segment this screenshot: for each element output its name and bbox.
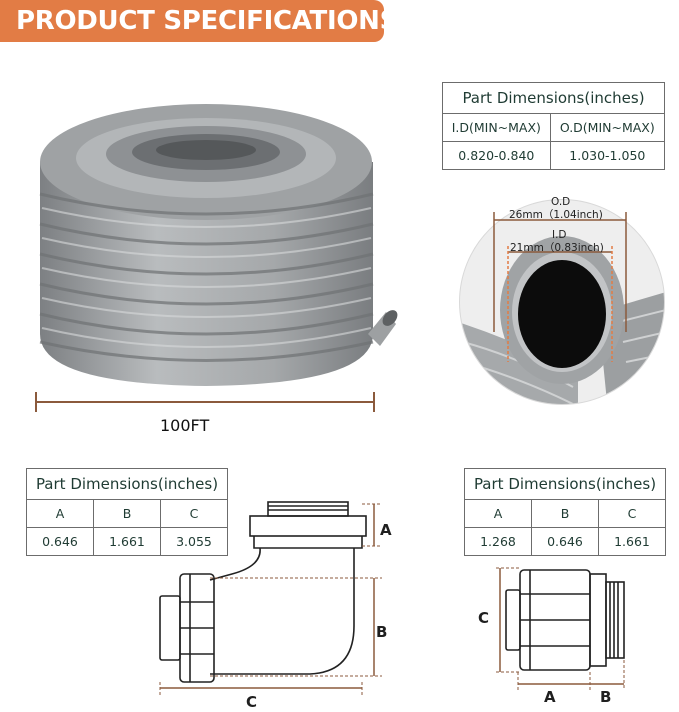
- length-tick-left: [35, 392, 37, 412]
- straight-connector-drawing: [496, 567, 625, 690]
- page-title: PRODUCT SPECIFICATIONS: [16, 6, 399, 36]
- straight-dimensions-table: Part Dimensions(inches) A B C 1.268 0.64…: [464, 468, 667, 556]
- id-value: 21mm（0.83inch): [510, 242, 604, 254]
- cross-section-image: [459, 199, 665, 405]
- conduit-dimensions-table: Part Dimensions(inches) I.D(MIN~MAX) O.D…: [442, 82, 666, 170]
- table-title: Part Dimensions(inches): [464, 468, 666, 500]
- cell-od-value: 1.030-1.050: [549, 141, 666, 170]
- column-header-a: A: [464, 499, 532, 528]
- column-header-b: B: [530, 499, 599, 528]
- cell-b-value: 1.661: [92, 527, 161, 556]
- od-value: 26mm（1.04inch): [509, 209, 603, 221]
- elbow-dimension-c-label: C: [246, 693, 258, 711]
- straight-dimension-a-label: A: [544, 688, 556, 706]
- elbow-dimension-b-label: B: [376, 623, 388, 641]
- length-tick-right: [373, 392, 375, 412]
- cell-a-value: 1.268: [464, 527, 532, 556]
- id-label: I.D: [552, 229, 567, 241]
- cell-c-value: 1.661: [597, 527, 667, 556]
- cell-c-value: 3.055: [159, 527, 229, 556]
- straight-dimension-b-label: B: [600, 688, 612, 706]
- column-header-a: A: [26, 499, 94, 528]
- conduit-coil-image: [39, 104, 398, 386]
- column-header-c: C: [159, 499, 229, 528]
- cell-id-value: 0.820-0.840: [442, 141, 551, 170]
- column-header-b: B: [92, 499, 161, 528]
- cell-a-value: 0.646: [26, 527, 94, 556]
- length-dimension-line: [35, 401, 375, 403]
- column-header-c: C: [597, 499, 667, 528]
- table-title: Part Dimensions(inches): [26, 468, 228, 500]
- column-header-od: O.D(MIN~MAX): [549, 113, 666, 142]
- header-banner: [0, 0, 384, 42]
- elbow-dimension-a-label: A: [380, 521, 392, 539]
- cell-b-value: 0.646: [530, 527, 599, 556]
- elbow-dimensions-table: Part Dimensions(inches) A B C 0.646 1.66…: [26, 468, 229, 556]
- column-header-id: I.D(MIN~MAX): [442, 113, 551, 142]
- table-title: Part Dimensions(inches): [442, 82, 665, 114]
- straight-dimension-c-label: C: [478, 609, 490, 627]
- elbow-connector-drawing: [159, 501, 382, 696]
- length-label: 100FT: [160, 416, 210, 435]
- od-label: O.D: [551, 196, 571, 208]
